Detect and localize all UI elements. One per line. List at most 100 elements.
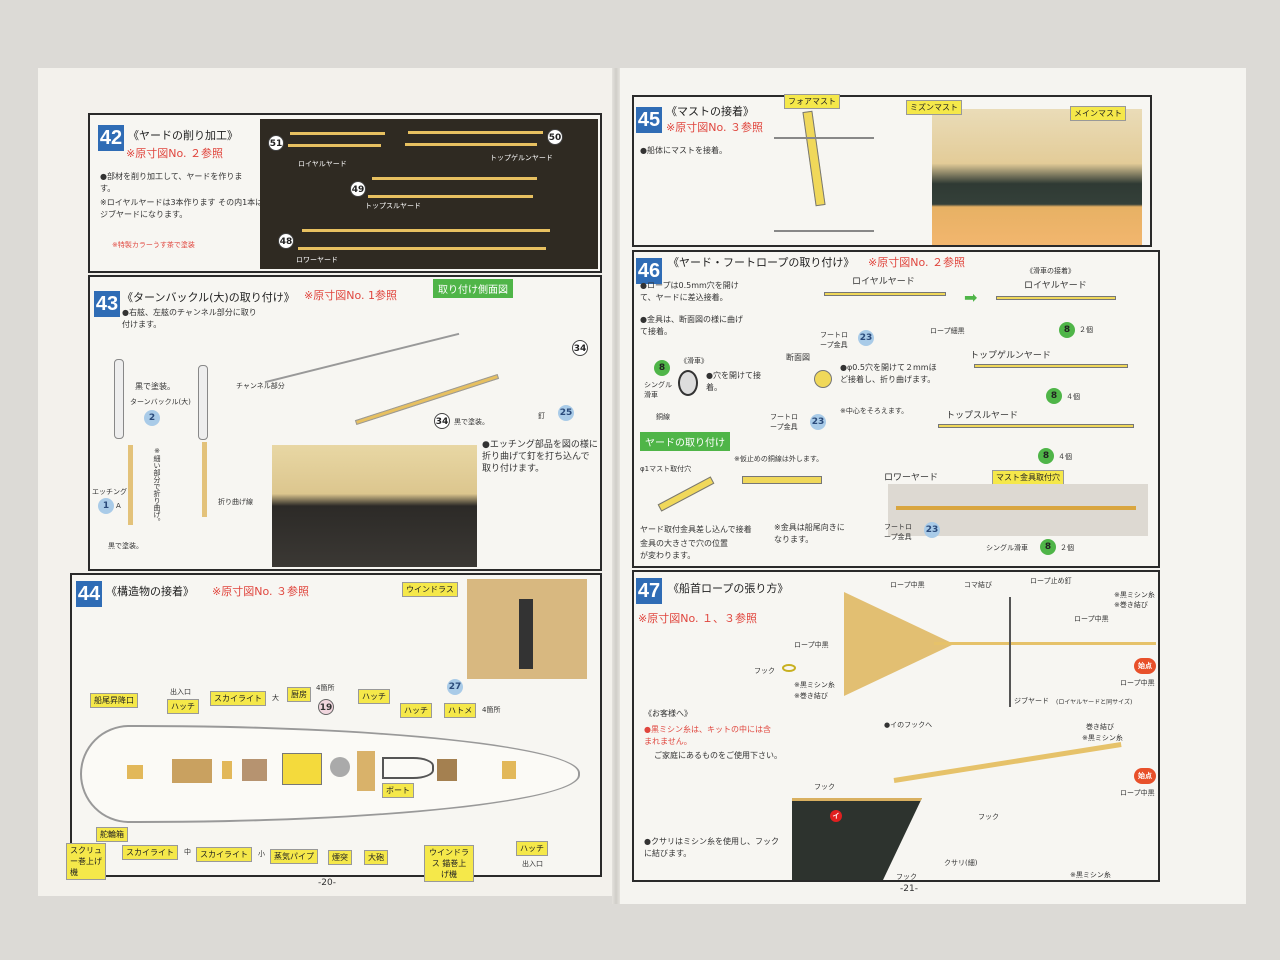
bowsprit-drawing [934,642,1156,645]
section-label: 断面図 [786,353,810,362]
part-number: 34 [434,413,450,429]
etching-label: エッチング [92,488,127,496]
part-number: 8 [1038,448,1054,464]
chain-label: クサリ(細) [944,859,978,867]
step-number: 45 [636,107,662,133]
hole-note: 金具の大きさで穴の位置が変わります。 [640,539,728,560]
center-note: ※中心をそろえます。 [840,407,909,415]
start-point-badge: 始点 [1134,768,1156,784]
page-number: -20- [318,878,336,888]
chain-note: ●クサリはミシン糸を使用し、フックに結びます。 [644,837,779,858]
turnbuckle-drawing [114,359,124,439]
step-number: 43 [94,291,120,317]
part-19-note: 4箇所 [316,684,335,692]
masts-photo [932,109,1142,245]
step-title: 《ターンバックル(大)の取り付け》 [122,291,295,304]
bend-note: ※細い部分で折り曲げ。 [153,447,161,525]
nail-label: 釘 [538,412,545,420]
part-number: 23 [924,522,940,538]
thread-label: ※黒ミシン糸 [1070,871,1111,879]
yards-photo: 51 ロイヤルヤード 50 トップゲルンヤード 49 トップスルヤード 48 ロ… [260,119,598,269]
turnbuckle-photo [272,445,477,567]
thread-label: ※黒ミシン糸 [794,681,835,689]
deck-label: 厨房 [287,687,311,702]
clove-hitch-label: 巻き結び [1086,723,1114,731]
deck-label-note: 小 [258,850,265,858]
section-drawing [814,370,832,388]
start-point-badge: 始点 [1134,658,1156,674]
insert-note: ヤード取付金具差し込んで接着 [640,525,752,534]
reference-note: ※原寸図No. ２参照 [868,256,965,269]
deck-label: 舵輪箱 [96,827,128,842]
step-title: 《船首ロープの張り方》 [668,582,789,595]
step-title: 《マストの接着》 [666,105,754,118]
mizzen-mast-label: ミズンマスト [906,100,962,115]
fore-mast-label: フォアマスト [784,94,840,109]
pulley-count: ４個 [1058,453,1072,461]
rope-label: ロープ中黒 [794,641,829,649]
deck-label: ハトメ [444,703,477,718]
thread-label: ※黒ミシン糸 [1082,734,1123,742]
step-44-panel: 44 《構造物の接着》 ※原寸図No. ３参照 ウインドラス 27 4箇所 19… [66,573,602,882]
yard-attach-label: ヤードの取り付け [640,432,730,451]
deck-label-note: 中 [184,848,191,856]
pulley-count: ２個 [1079,326,1093,334]
rope-label: ロープ中黒 [1120,789,1155,797]
step-title: 《ヤードの削り加工》 [128,129,238,142]
footrope-fitting-label: フートロープ金具 [820,331,848,349]
hook-label: フック [978,813,999,821]
deck-label: ハッチ [400,703,432,718]
clove-hitch-label: ※巻き結び [1114,601,1148,609]
instruction: ●ロープは0.5mm穴を開けて、ヤードに差込接着。 [640,281,739,302]
deck-label: ハッチ [358,689,390,704]
bowsprit-side-drawing [893,742,1122,783]
deck-label-note: 大 [272,694,279,702]
part-number: 1 [98,498,114,514]
pulley-drawing [678,370,698,396]
pulley-attach-title: 《滑車の接着》 [1026,267,1075,275]
paint-label: 黒で塗装。 [108,542,143,550]
royal-yard-label: ロイヤルヤード [852,277,915,287]
customer-note-red: ●黒ミシン糸は、キットの中には含まれません。 [644,725,771,746]
boat-label: ボート [382,783,414,798]
jib-yard-note: (ロイヤルヤードと同サイズ) [1056,699,1133,706]
rope-label: ロープ中黒 [1120,679,1155,687]
step-title: 《構造物の接着》 [106,585,194,598]
fitting-direction-note: ※金具は船尾向きになります。 [774,523,845,544]
footrope-fitting-label: フートロープ金具 [770,413,798,431]
deck-label-note: 4箇所 [482,706,501,714]
arrow-icon: ➡ [964,288,978,307]
bow-side-view [792,798,922,880]
mast-fitting-hole-label: マスト金具取付穴 [992,470,1064,485]
customer-title: 《お客様へ》 [644,709,692,718]
deck-plan: ボート [80,725,580,823]
hull-drawing [774,137,874,232]
part-label: ロワーヤード [296,256,338,264]
part-number: 8 [654,360,670,376]
part-number: 2 [144,410,160,426]
to-hook-label: ●イのフックへ [884,721,933,729]
reference-note: ※原寸図No. ３参照 [212,585,309,598]
etching-instruction: ●エッチング部品を図の様に折り曲げて釘を打ち込んで取り付けます。 [482,440,598,474]
deck-label: ハッチ [167,699,199,714]
pulley-count: ２個 [1060,544,1074,552]
instruction: ●金具は、断面図の様に曲げて接着。 [640,315,743,336]
footrope-fitting-label: フートロープ金具 [884,523,912,541]
single-pulley-label: シングル滑車 [644,381,672,399]
jib-yard-label: ジブヤード [1014,697,1049,705]
part-number: 50 [547,129,563,145]
rope-stop-label: ロープ止め釘 [1030,577,1072,585]
step-47-panel: 47 《船首ロープの張り方》 ※原寸図No. １、３参照 ロープ中黒 コマ結び … [632,570,1160,882]
part-number: 8 [1059,322,1075,338]
rope-label: ロープ中黒 [890,581,925,589]
part-number: 19 [318,699,334,715]
hook-label: フック [814,783,835,791]
instruction: ●右舷、左舷のチャンネル部分に取り付けます。 [122,308,257,329]
part-number: 48 [278,233,294,249]
instruction: ●部材を削り加工して、ヤードを作ります。 [100,172,243,193]
yard-name: ロワーヤード [884,473,939,483]
deck-label: ハッチ [516,841,548,856]
part-number: 51 [268,135,284,151]
step-number: 46 [636,258,662,284]
part-label: トップゲルンヤード [490,154,553,162]
